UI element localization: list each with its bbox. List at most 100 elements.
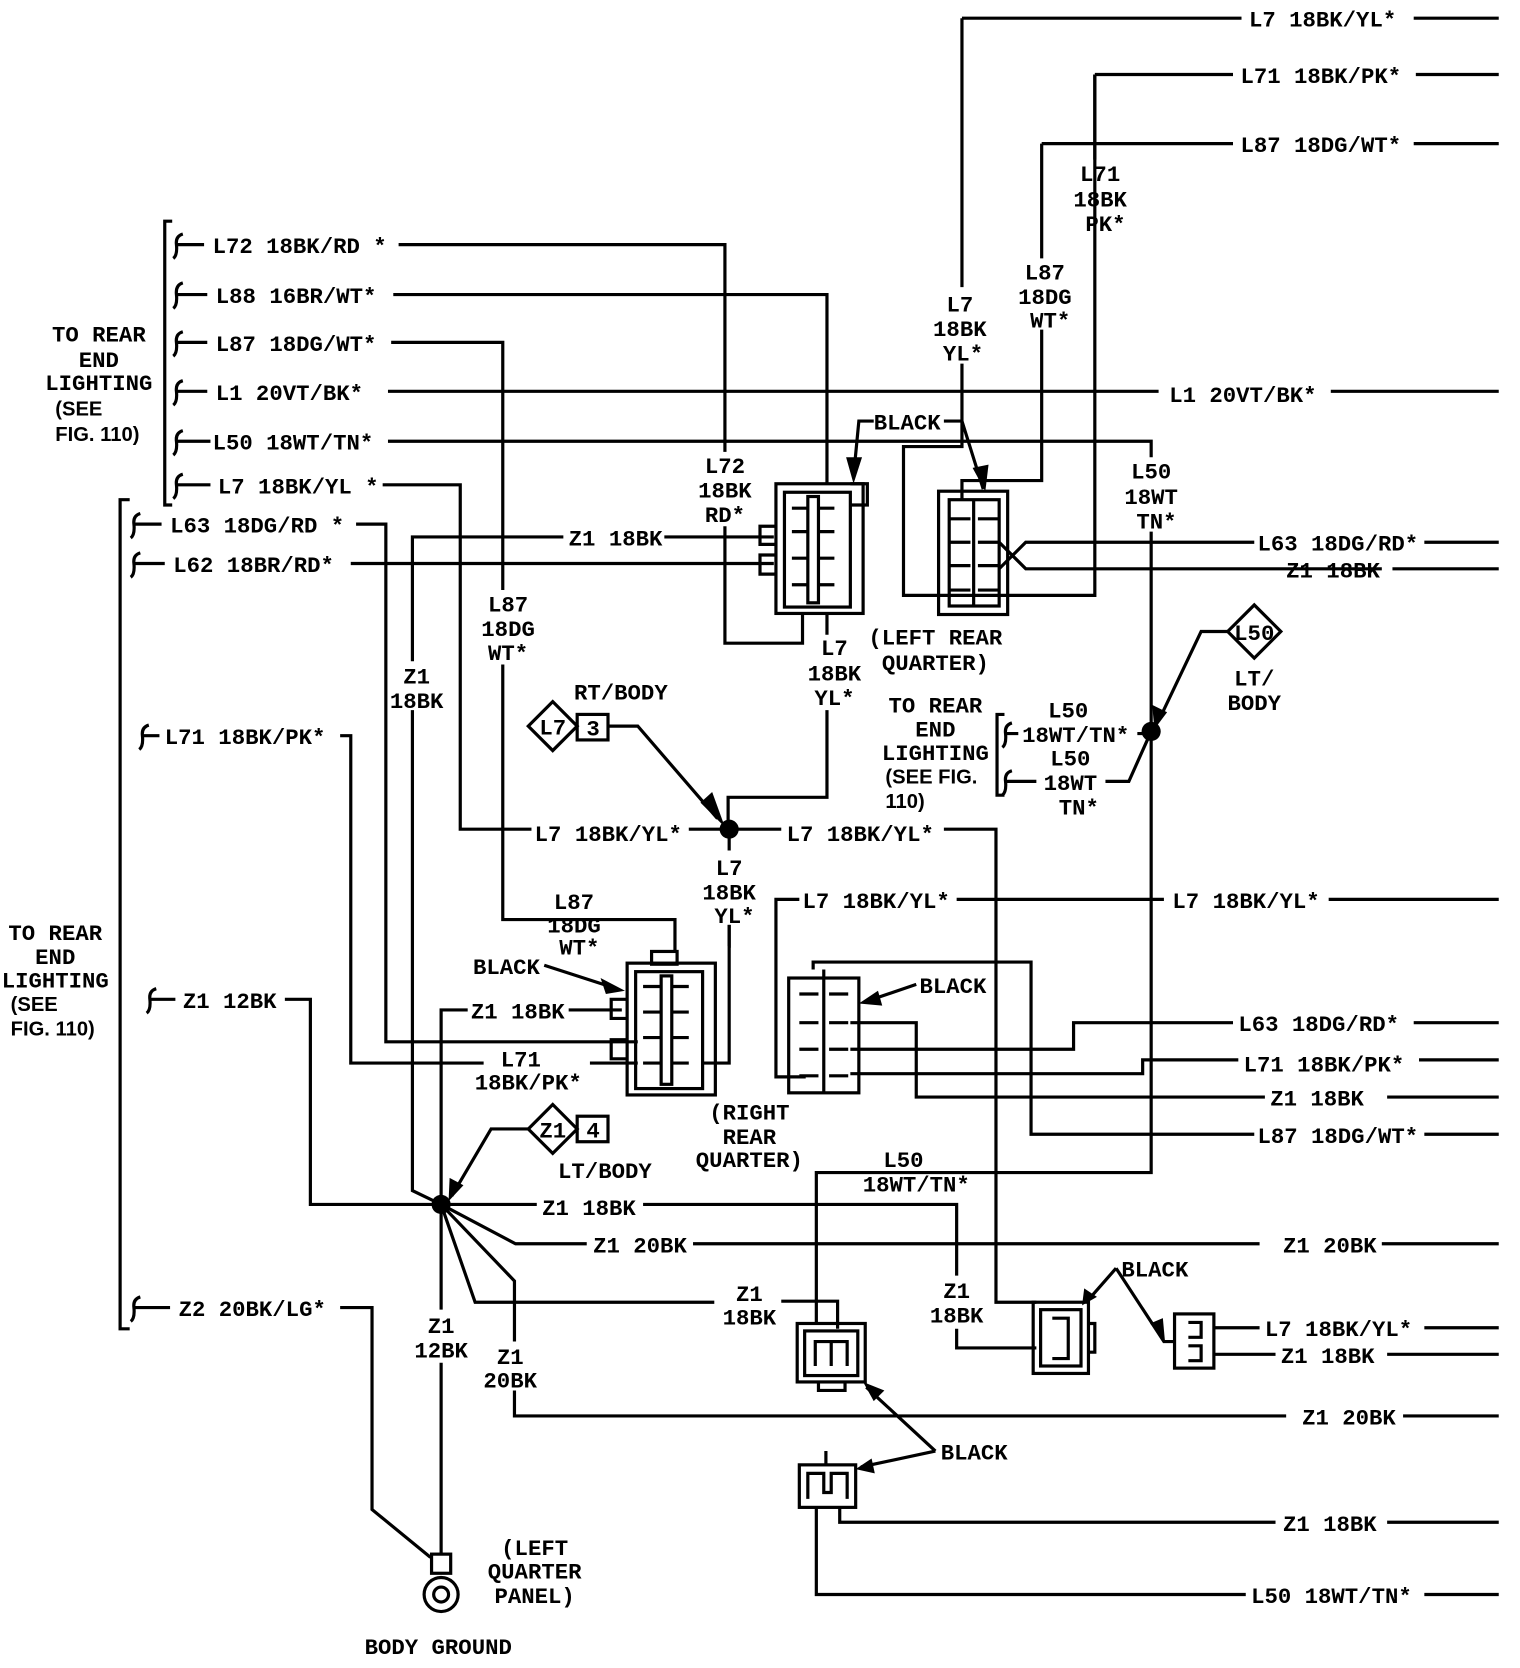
wire-l88 — [393, 292, 829, 830]
stacked-wire-labels: L72 18BK RD* L7 18BK YL* L87 18DG WT* Z1… — [390, 162, 1178, 1394]
wire-label: L63 18DG/RD* — [1238, 1012, 1399, 1038]
note-line: REAR — [723, 1125, 777, 1151]
connector-right-rear-8way — [787, 969, 861, 1095]
wire-label: 12BK — [414, 1338, 468, 1364]
wire-label: L87 18DG/WT* — [1257, 1124, 1418, 1150]
note-line: (LEFT REAR — [868, 625, 1003, 651]
wire-label: RD* — [705, 503, 745, 529]
wire-label: L72 — [705, 454, 745, 480]
wire-label: Z1 — [403, 665, 430, 691]
note-line: TO REAR — [52, 322, 146, 348]
wire-label: TN* — [1136, 509, 1176, 535]
connector-2way-l50 — [795, 1321, 867, 1393]
arrowhead-icon — [448, 1177, 464, 1202]
wire-label: L87 — [1025, 261, 1065, 287]
wire-label: Z1 — [943, 1279, 970, 1305]
wire-label: L71 18BK/PK* — [1240, 64, 1401, 90]
arrow-black-bottom — [860, 1386, 937, 1469]
wire-z1-right-conn — [850, 1021, 1499, 1099]
wire-label: Z1 20BK — [593, 1233, 687, 1259]
wire-label: L50 — [1131, 459, 1171, 485]
wire-label: 18DG — [481, 617, 535, 643]
note-line: LIGHTING — [882, 741, 989, 767]
arrow-lt-body-top — [1157, 629, 1228, 722]
wire-z2 — [340, 1305, 432, 1559]
wire-label: Z1 12BK — [183, 989, 277, 1015]
wire-label: L50 18WT/TN* — [213, 431, 374, 457]
wire-label: 18WT/TN* — [863, 1173, 970, 1199]
wire-z1-20bk-lower — [439, 1203, 1499, 1418]
wire-label: 18BK — [390, 689, 444, 715]
wire-label: Z1 18BK — [1286, 558, 1380, 584]
wire-label: L50 — [1050, 746, 1090, 772]
wire-label: Z1 18BK — [1281, 1344, 1375, 1370]
wire-label: L50 — [1048, 699, 1088, 725]
label-lt-body: BODY — [1227, 691, 1281, 717]
arrowhead-icon — [1150, 1318, 1165, 1342]
note-line: END — [915, 718, 955, 744]
wire-l63-z1-left-rear — [998, 540, 1499, 571]
splice-tag-number: 3 — [586, 717, 599, 743]
note-rear-lighting-1: TO REAR END LIGHTING (SEE FIG. 110) — [45, 322, 152, 446]
connector-2way-small — [1172, 1312, 1216, 1370]
splice-tag-rt-body: L7 3 — [526, 699, 610, 753]
label-black: BLACK — [941, 1441, 1009, 1467]
wire-label: Z1 — [736, 1282, 763, 1308]
note-left-quarter-panel: (LEFT QUARTER PANEL) — [488, 1536, 582, 1610]
note-line: (SEE — [11, 994, 58, 1016]
wire-z1-12bk — [284, 997, 442, 1207]
wire-label: YL* — [943, 341, 983, 367]
wire-z1-left-conn — [410, 535, 774, 1206]
pointer-arrows — [448, 419, 1228, 1474]
connector-left-rear-8way — [936, 489, 1010, 617]
wire-label: 18BK — [808, 661, 862, 687]
bracket-rear-lighting-1 — [163, 219, 173, 507]
arrow-lt-body-bottom — [450, 1127, 529, 1197]
wire-label: L7 — [716, 856, 743, 882]
connector-left-rear-6way — [758, 482, 869, 616]
wire-label: 18BK — [723, 1306, 777, 1332]
wire-z1-20bk-ground — [440, 1203, 1499, 1246]
wire-label: L87 — [488, 592, 528, 618]
wire-label: 18WT — [1124, 485, 1178, 511]
label-rt-body: RT/BODY — [574, 681, 668, 707]
wire-bottom-conn — [814, 1507, 1499, 1597]
wire-label: YL* — [814, 686, 854, 712]
wire-l50 — [387, 439, 1153, 1324]
wire-l63-left — [356, 522, 638, 1044]
wire-label: 20BK — [483, 1368, 537, 1394]
note-line: TO REAR — [889, 693, 983, 719]
wire-label: Z1 — [497, 1345, 524, 1371]
wire-label: L88 16BR/WT* — [216, 284, 377, 310]
note-line: FIG. 110) — [55, 424, 139, 446]
wire-label: Z1 18BK — [471, 999, 565, 1025]
note-line: PANEL) — [494, 1584, 574, 1610]
wire-label: L50 — [883, 1148, 923, 1174]
wire-label: 18BK — [933, 317, 987, 343]
wire-label: 18DG — [547, 913, 601, 939]
splice-z1-ground — [431, 1194, 451, 1214]
wire-label: 18BK — [930, 1303, 984, 1329]
label-lt-body: LT/BODY — [558, 1159, 652, 1185]
wire-label: 18BK/PK* — [475, 1071, 582, 1097]
splice-tag-number: 4 — [586, 1118, 599, 1144]
wire-label: 18WT/TN* — [1022, 723, 1129, 749]
label-body-ground: BODY GROUND — [365, 1635, 512, 1661]
wire-label: PK* — [1085, 212, 1125, 238]
wire-z1-right-rear — [439, 1008, 622, 1205]
note-line: FIG. 110) — [11, 1018, 95, 1040]
wire-l87-left — [391, 340, 677, 953]
wire-label: L72 18BK/RD * — [213, 234, 387, 260]
wire-label: L62 18BR/RD* — [173, 553, 334, 579]
wire-label: L7 18BK/YL* — [803, 889, 950, 915]
left-wire-labels: L72 18BK/RD * L88 16BR/WT* L87 18DG/WT* … — [165, 234, 387, 1323]
wire-label: L87 — [554, 890, 594, 916]
wire-label: L87 18DG/WT* — [216, 332, 377, 358]
wire-label: L71 — [1080, 162, 1120, 188]
inline-wire-labels: Z1 18BK L7 18BK/YL* L7 18BK/YL* L7 18BK/… — [471, 526, 950, 1259]
wire-l7-right-rear-conn — [701, 924, 731, 1065]
note-line: LIGHTING — [2, 969, 109, 995]
wire-label: 18BK — [702, 880, 756, 906]
wire-label: Z1 20BK — [1283, 1233, 1377, 1259]
